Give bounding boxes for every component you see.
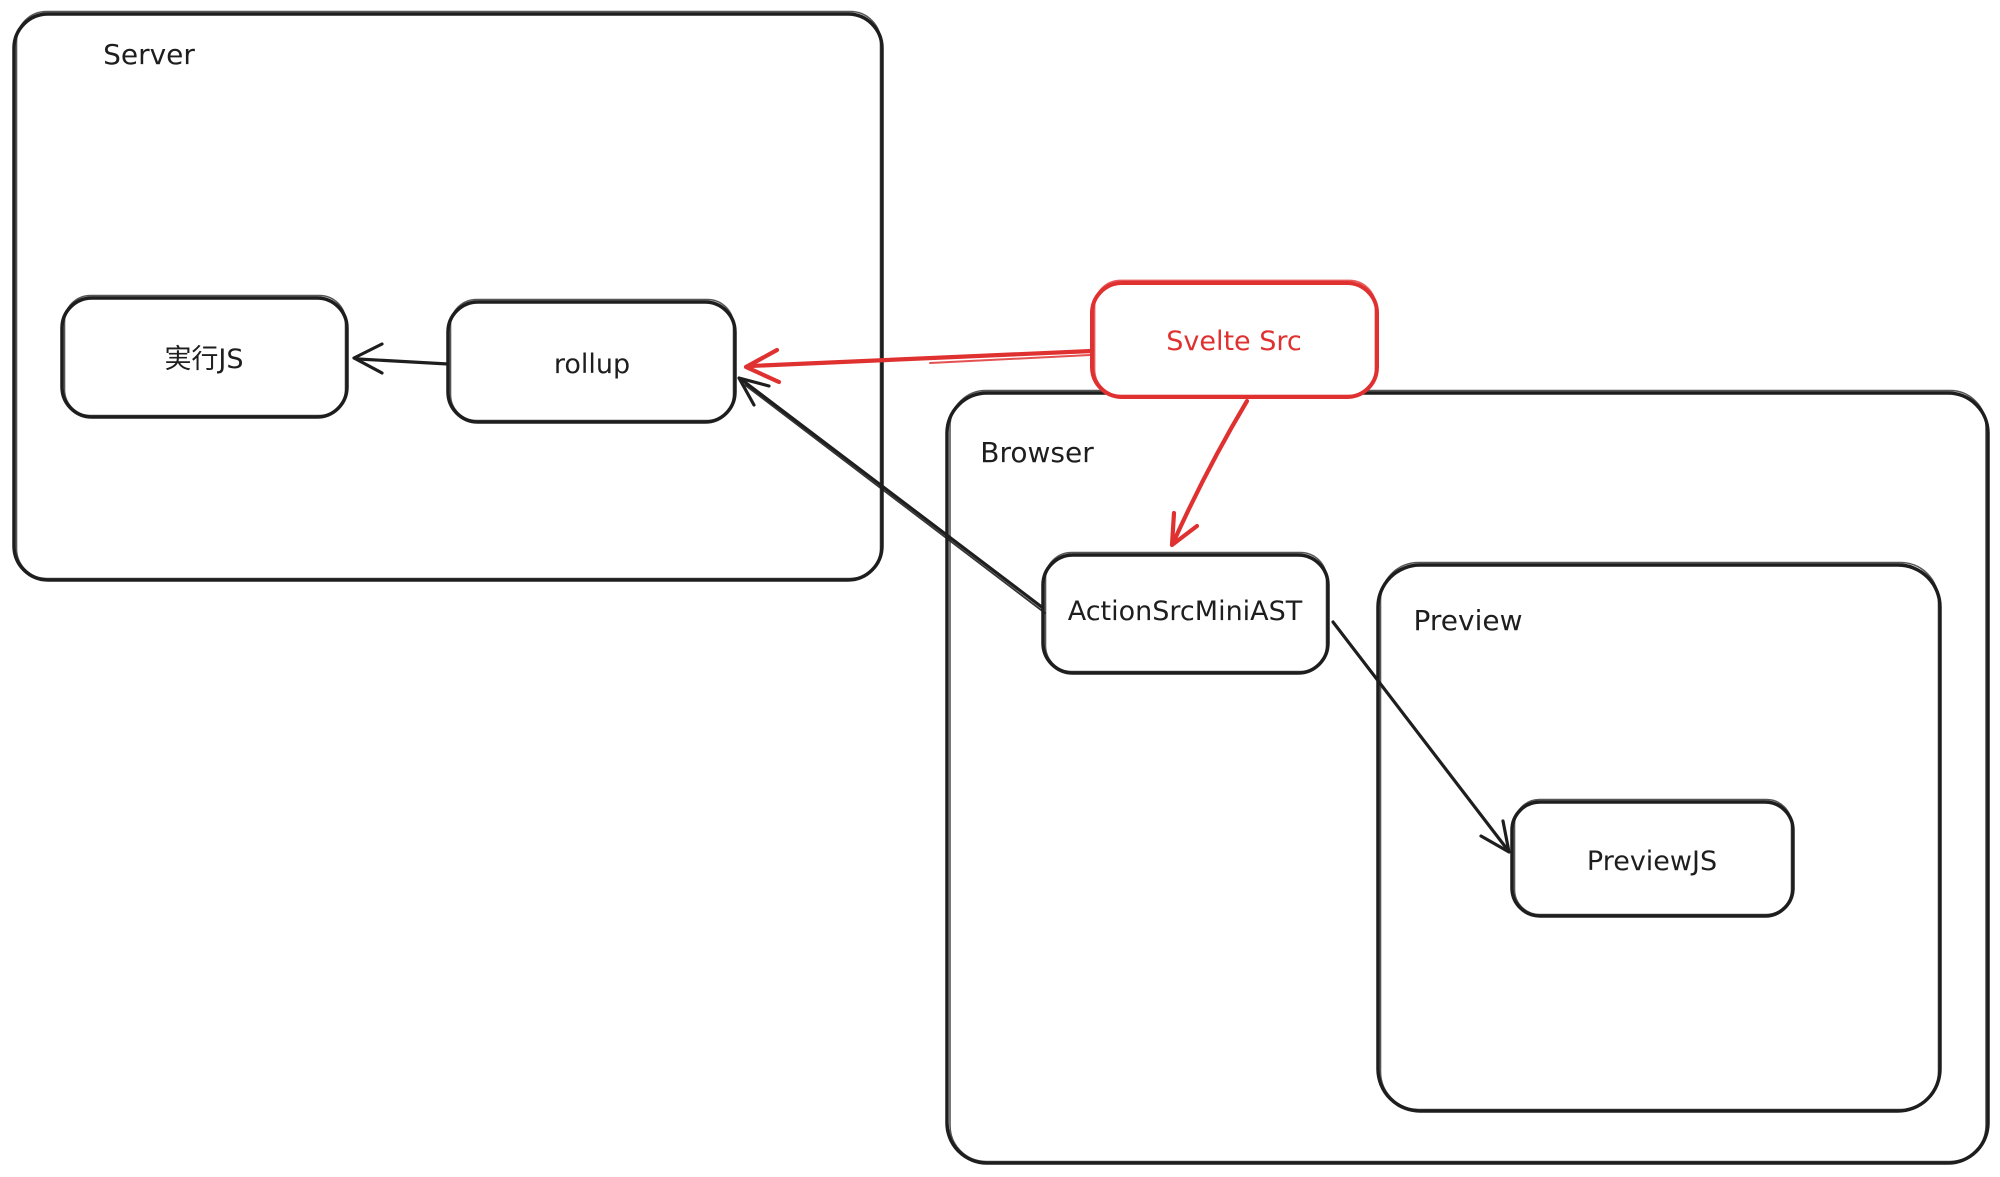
browser-container-sketch-stroke: [949, 389, 1987, 1163]
action-src-mini-ast-node: ActionSrcMiniAST: [1041, 551, 1330, 675]
preview-container-outline: [1376, 563, 1942, 1113]
arrow-action-src-mini-ast-to-rollup: [737, 376, 1046, 614]
browser-container-label: Browser: [980, 436, 1094, 469]
rollup-node-sketch-stroke: [449, 298, 735, 422]
arrow-action-to-rollup-head: [737, 376, 771, 407]
action-src-mini-ast-node-label: ActionSrcMiniAST: [1068, 596, 1303, 627]
action-src-mini-ast-node-outline: [1041, 553, 1330, 675]
rollup-node-outline: [446, 300, 737, 424]
action-src-mini-ast-node-sketch-stroke: [1044, 551, 1328, 673]
preview-js-node: PreviewJS: [1510, 798, 1795, 918]
arrow-svelte-to-rollup-head: [743, 347, 782, 385]
svelte-src-node-outline: [1090, 281, 1379, 399]
arrow-svelte-to-action-head: [1169, 510, 1200, 548]
arrow-svelte-src-to-rollup: [743, 347, 1095, 385]
preview-container-sketch-stroke: [1379, 561, 1940, 1111]
server-container: Server: [12, 10, 884, 582]
arrow-rollup-to-exec-js-head: [352, 342, 384, 375]
rollup-node: rollup: [446, 298, 737, 424]
arrow-action-to-rollup-shaft: [740, 378, 1045, 610]
exec-js-node: 実行JS: [60, 294, 349, 419]
preview-container: Preview: [1376, 561, 1942, 1113]
server-container-sketch-stroke: [15, 10, 882, 580]
svelte-src-node-sketch-stroke: [1093, 279, 1377, 397]
arrow-rollup-to-exec-js: [352, 342, 450, 375]
preview-js-node-outline: [1510, 800, 1795, 918]
arrow-action-to-previewjs-head: [1479, 819, 1511, 854]
arrow-svelte-to-rollup-sketch-stroke: [929, 354, 1091, 364]
arrow-svelte-to-action-shaft: [1171, 398, 1250, 544]
arrow-action-to-rollup-sketch-stroke: [744, 384, 1046, 614]
exec-js-node-outline: [60, 296, 349, 419]
server-container-outline: [12, 12, 884, 582]
browser-container-outline: [945, 391, 1990, 1165]
arrow-svelte-src-to-action-src-mini-ast: [1169, 398, 1250, 548]
arrow-action-src-mini-ast-to-preview-js: [1331, 620, 1511, 854]
preview-container-label: Preview: [1414, 604, 1523, 637]
svelte-src-node: Svelte Src: [1090, 279, 1379, 399]
preview-js-node-label: PreviewJS: [1587, 846, 1717, 877]
rollup-node-label: rollup: [554, 349, 630, 380]
svelte-src-node-label: Svelte Src: [1166, 326, 1302, 357]
arrow-action-to-previewjs-shaft: [1331, 620, 1509, 851]
exec-js-node-sketch-stroke: [63, 294, 347, 417]
exec-js-node-label: 実行JS: [164, 344, 243, 375]
browser-container: Browser: [945, 389, 1990, 1165]
preview-js-node-sketch-stroke: [1513, 798, 1793, 916]
arrow-rollup-to-exec-js-shaft: [356, 357, 450, 366]
server-container-label: Server: [103, 38, 195, 71]
arrow-svelte-to-rollup-shaft: [747, 348, 1095, 369]
